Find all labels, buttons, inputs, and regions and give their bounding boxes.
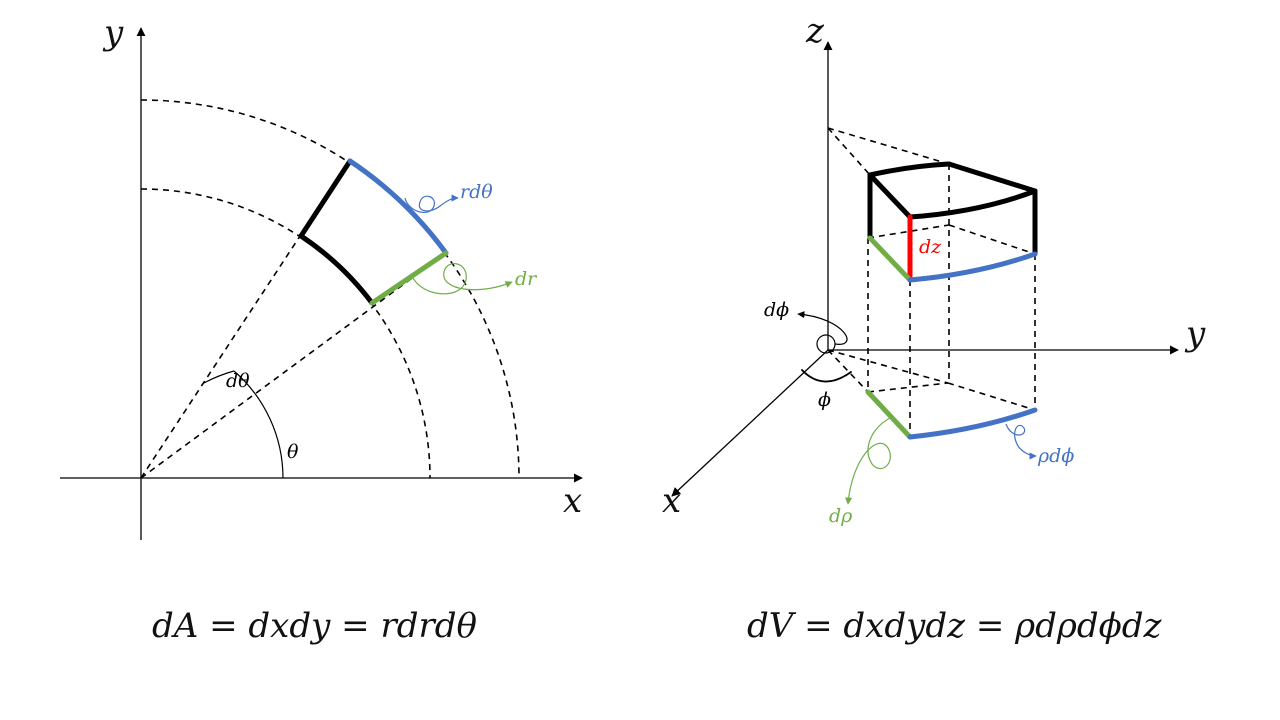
dr-label: dr (515, 268, 538, 290)
dtheta-arc (203, 370, 235, 384)
rdtheta-label: rdθ (460, 181, 493, 203)
dr-callout (411, 263, 513, 295)
rhodphi-callout (1005, 423, 1037, 460)
dz-label: dz (919, 236, 942, 258)
dtheta-label: dθ (226, 370, 250, 392)
base-hidden-1 (867, 382, 949, 393)
drho-label: dρ (829, 505, 853, 527)
theta-arc (233, 370, 284, 479)
right-y-axis-label: y (1184, 314, 1206, 354)
left-x-axis-label: x (563, 481, 582, 521)
top-right-edge (946, 161, 1038, 194)
phi-arc (801, 369, 852, 383)
inner-dashed-arc (140, 188, 431, 479)
base-hidden-2 (947, 382, 1036, 411)
rhodphi-label: ρdϕ (1037, 445, 1074, 467)
drho-callout (844, 417, 891, 505)
mid-hidden-2 (948, 224, 1036, 255)
area-inner-arc (298, 233, 375, 306)
dphi-loop (816, 334, 836, 354)
top-back-arc (867, 161, 952, 178)
z-axis-label: z (805, 11, 825, 51)
polar-diagram: y x θ dθ rdθ dr dA = dxdy = rdrdθ (60, 13, 583, 646)
mid-hidden-1 (867, 224, 950, 239)
outer-dashed-arc (140, 99, 520, 479)
base-proj-2 (827, 349, 949, 384)
x-axis-3d (671, 349, 829, 497)
top-left-edge (867, 172, 913, 220)
area-formula: dA = dxdy = rdrdθ (152, 606, 477, 646)
rdtheta-callout (404, 194, 459, 214)
area-outer-arc-rdtheta (347, 158, 449, 256)
ray-lower (140, 252, 447, 479)
base-arc-rhodphi (907, 407, 1038, 440)
dphi-callout (797, 310, 848, 345)
left-y-axis-label: y (102, 13, 124, 53)
ray-upper (140, 159, 351, 479)
dphi-label: dϕ (764, 299, 789, 321)
top-front-arc (907, 188, 1038, 220)
theta-label: θ (287, 441, 299, 463)
mid-radial-edge (867, 235, 913, 283)
base-radial-edge-drho (865, 389, 913, 440)
base-proj-1 (827, 349, 869, 393)
volume-formula: dV = dxdydz = ρdρdϕdz (747, 606, 1163, 646)
cylindrical-diagram: z y x ϕ dϕ dz ρdϕ dρ dV = dxdydz = ρdρdϕ… (662, 11, 1206, 646)
right-x-axis-label: x (662, 481, 681, 521)
top-proj-2 (827, 127, 950, 165)
area-radial-edge-dr (369, 250, 449, 306)
phi-label: ϕ (818, 389, 831, 411)
area-left-edge (298, 158, 353, 239)
mid-front-arc (907, 251, 1038, 283)
